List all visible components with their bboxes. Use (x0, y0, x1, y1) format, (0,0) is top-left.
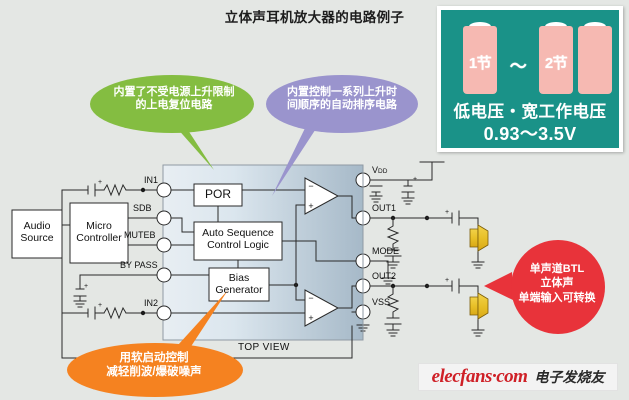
approx-symbol: 〜 (509, 57, 527, 76)
voltage-panel-inner: 1节 〜 2节 低电压・宽工作电压 0.93〜3.5V (441, 10, 619, 148)
svg-text:+: + (445, 209, 449, 216)
svg-text:−: − (308, 181, 313, 191)
svg-text:+: + (308, 313, 313, 323)
callout-red (484, 240, 605, 334)
battery-2a (539, 26, 573, 94)
voltage-headline: 低电压・宽工作电压 (453, 103, 607, 121)
callout-purple (266, 75, 418, 196)
voltage-panel: 1节 〜 2节 低电压・宽工作电压 0.93〜3.5V (437, 6, 623, 152)
svg-text:+: + (308, 201, 313, 211)
svg-text:+: + (445, 277, 449, 284)
svg-text:+: + (98, 179, 102, 186)
page-title: 立体声耳机放大器的电路例子 (224, 10, 405, 25)
svg-text:−: − (308, 293, 313, 303)
top-view-label: TOP VIEW (238, 342, 290, 353)
watermark-chinese: 电子发烧友 (534, 371, 605, 386)
speaker-out1 (469, 224, 489, 252)
callout-orange (67, 290, 243, 397)
svg-text:+: + (84, 283, 88, 290)
battery-1-label: 1节 (468, 55, 492, 72)
svg-text:+: + (413, 176, 417, 183)
svg-text:+: + (98, 302, 102, 309)
callout-green (90, 75, 254, 170)
battery-1 (463, 26, 497, 94)
voltage-range: 0.93〜3.5V (483, 124, 577, 144)
battery-2b (578, 26, 612, 94)
watermark: elecfans·com 电子发烧友 (418, 363, 618, 391)
watermark-brand: elecfans·com (431, 366, 528, 387)
battery-2-label: 2节 (544, 55, 568, 72)
speaker-out2 (469, 292, 489, 320)
